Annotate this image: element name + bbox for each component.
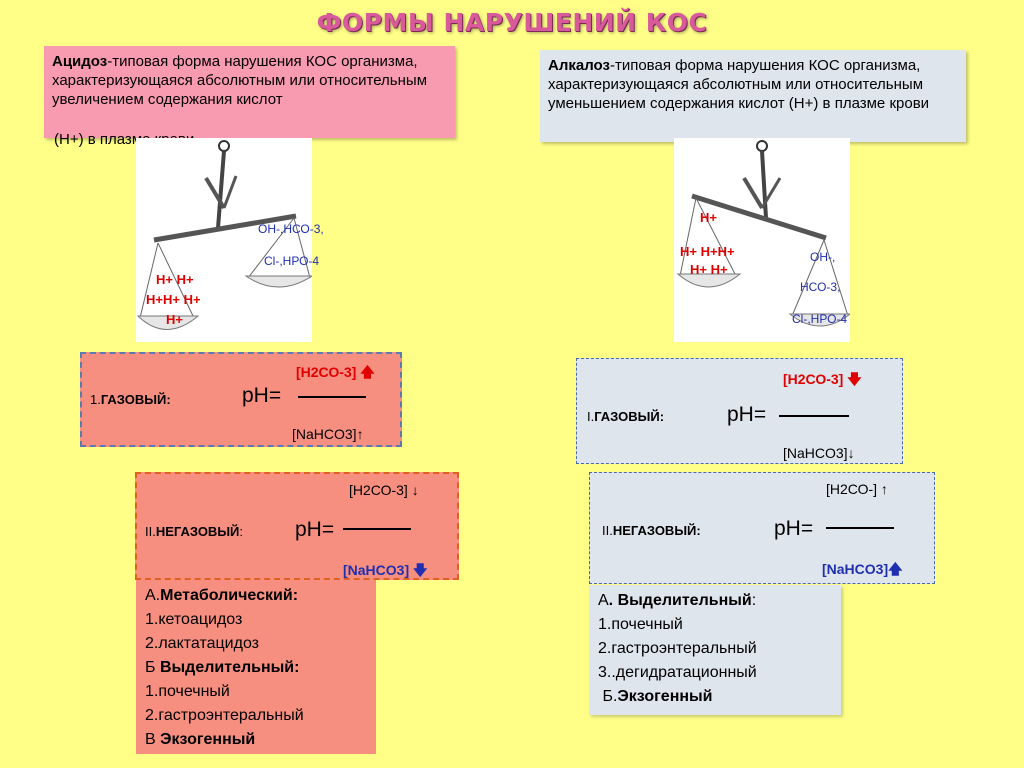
alkalosis-gas-label: I.ГАЗОВЫЙ:	[587, 409, 665, 424]
alkalosis-gas-ph: рН=	[727, 403, 767, 426]
alkalosis-left-pan-ions-row-3: Н+ Н+	[690, 262, 728, 277]
acidosis-nongas-label: II.НЕГАЗОВЫЙ:	[145, 524, 244, 539]
acidosis-gas-ph: рН=	[242, 384, 282, 407]
alkalosis-gas-numerator: [Н2СО-3] 🡇	[783, 371, 862, 387]
acidosis-term: Ацидоз	[52, 53, 108, 70]
alkalosis-types-list: А. Выделительный: 1.почечный 2.гастроэнт…	[589, 585, 841, 715]
alkalosis-definition-text: -типовая форма нарушения КОС организма, …	[548, 57, 930, 112]
acidosis-gas-fraction-bar	[298, 396, 366, 398]
arrow-up-icon: 🡅	[888, 561, 903, 577]
acidosis-left-pan-ions-row-2: Н+Н+ Н+	[146, 292, 201, 307]
alkalosis-definition-box: Алкалоз-типовая форма нарушения КОС орга…	[540, 50, 966, 142]
acidosis-nongas-ph: рН=	[295, 518, 335, 541]
alkalosis-left-pan-ions-row-2: Н+ Н+Н+	[680, 244, 735, 259]
acidosis-balance-scale: Н+ Н+ Н+Н+ Н+ Н+ ОН-,НСО-3, Cl-,НРО-4	[136, 138, 324, 342]
acidosis-nongas-numerator: [Н2СО-3] ↓	[349, 482, 419, 498]
acidosis-definition-box: Ацидоз-типовая форма нарушения КОС орган…	[44, 46, 455, 148]
list-item: 1.кетоацидоз	[145, 611, 243, 628]
list-item: 1.почечный	[145, 683, 230, 700]
alkalosis-right-pan-ions-row-2: НСО-3,	[800, 280, 841, 294]
alkalosis-gas-denominator: [NaHCO3]↓	[783, 445, 855, 461]
arrow-down-icon: 🡇	[413, 562, 428, 578]
list-item: 3..дегидратационный	[598, 664, 757, 681]
alkalosis-nongas-numerator: [Н2СО-] ↑	[826, 481, 888, 497]
acidosis-left-pan-ions-row-1: Н+ Н+	[156, 272, 194, 287]
list-item: 2.лактатацидоз	[145, 635, 259, 652]
acidosis-gas-label: 1.ГАЗОВЫЙ:	[90, 392, 171, 407]
acidosis-types-list: А.Метаболический: 1.кетоацидоз 2.лактата…	[136, 580, 376, 754]
acidosis-nongas-denominator: [NaHCO3] 🡇	[343, 562, 428, 578]
list-item: 2.гастроэнтеральный	[145, 707, 304, 724]
alkalosis-left-pan-ions-row-1: Н+	[700, 210, 717, 225]
list-item: 1.почечный	[598, 616, 683, 633]
list-heading: А. Выделительный:	[598, 592, 757, 609]
acidosis-left-pan-ions-row-3: Н+	[166, 312, 183, 327]
acidosis-right-pan-ions-row-1: ОН-,НСО-3,	[258, 222, 324, 236]
acidosis-nongas-fraction-bar	[343, 528, 411, 530]
acidosis-gas-denominator: [NaHCO3]↑	[292, 426, 364, 442]
alkalosis-term: Алкалоз	[548, 57, 610, 74]
arrow-down-icon: 🡇	[847, 371, 862, 387]
list-heading: В Экзогенный	[145, 731, 256, 748]
list-heading: А.Метаболический:	[145, 587, 299, 604]
page-title: ФОРМЫ НАРУШЕНИЙ КОС	[316, 8, 708, 37]
alkalosis-scale-drawing	[676, 140, 850, 327]
acidosis-scale-drawing	[136, 140, 312, 330]
alkalosis-right-pan-ions-row-1: ОН-,	[810, 250, 836, 264]
acidosis-right-pan-ions-row-2: Cl-,НРО-4	[264, 254, 320, 268]
acidosis-gas-form-box: [Н2СО-3] 🡅 1.ГАЗОВЫЙ: рН= [NaHCO3]↑	[80, 352, 402, 447]
alkalosis-right-pan-ions-row-3: Cl-,НРО-4	[792, 312, 848, 326]
acidosis-gas-numerator: [Н2СО-3] 🡅	[296, 364, 375, 380]
alkalosis-gas-fraction-bar	[779, 415, 849, 417]
list-item: 2.гастроэнтеральный	[598, 640, 757, 657]
alkalosis-nongas-label: II.НЕГАЗОВЫЙ:	[602, 523, 701, 538]
list-heading: Б Выделительный:	[145, 659, 300, 676]
list-heading: Б.Экзогенный	[602, 688, 713, 705]
acidosis-nongas-form-box: [Н2СО-3] ↓ II.НЕГАЗОВЫЙ: рН= [NaHCO3] 🡇	[135, 472, 459, 580]
alkalosis-nongas-ph: рН=	[774, 517, 814, 540]
acidosis-definition-text: -типовая форма нарушения КОС организма, …	[52, 53, 427, 108]
alkalosis-balance-scale: Н+ Н+ Н+Н+ Н+ Н+ ОН-, НСО-3, Cl-,НРО-4	[674, 138, 850, 342]
alkalosis-gas-form-box: [Н2СО-3] 🡇 I.ГАЗОВЫЙ: рН= [NaHCO3]↓	[576, 358, 903, 464]
arrow-up-icon: 🡅	[360, 364, 375, 380]
alkalosis-nongas-denominator: [NaHCO3]🡅	[822, 561, 903, 577]
alkalosis-nongas-fraction-bar	[826, 527, 894, 529]
alkalosis-nongas-form-box: [Н2СО-] ↑ II.НЕГАЗОВЫЙ: рН= [NaHCO3]🡅	[589, 472, 935, 584]
